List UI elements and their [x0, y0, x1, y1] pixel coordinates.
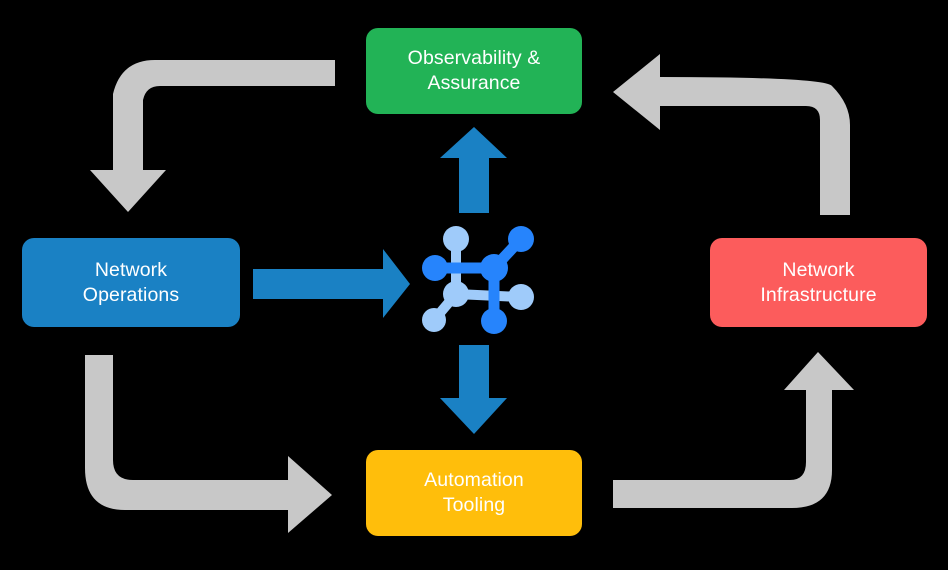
arrow-network-operations-to-center [253, 249, 410, 318]
node-network-infrastructure[interactable]: Network Infrastructure [710, 238, 927, 327]
node-automation-tooling-label: Automation Tooling [424, 469, 524, 516]
node-observability-and-assurance[interactable]: Observability & Assurance [366, 28, 582, 114]
arrow-observability-to-network-operations [90, 60, 335, 212]
arrow-network-operations-to-automation-tooling [85, 355, 332, 533]
node-observability-label: Observability & Assurance [407, 47, 541, 94]
arrow-network-infrastructure-to-observability [613, 54, 850, 215]
network-topology-icon [422, 226, 534, 334]
node-network-infrastructure-label: Network Infrastructure [760, 258, 877, 306]
node-network-operations-label: Network Operations [82, 258, 180, 306]
arrow-center-to-observability [440, 127, 507, 213]
node-network-operations[interactable]: Network Operations [22, 238, 240, 327]
arrow-automation-tooling-to-network-infrastructure [613, 352, 854, 508]
node-automation-tooling[interactable]: Automation Tooling [366, 450, 582, 536]
arrow-center-to-automation-tooling [440, 345, 507, 434]
